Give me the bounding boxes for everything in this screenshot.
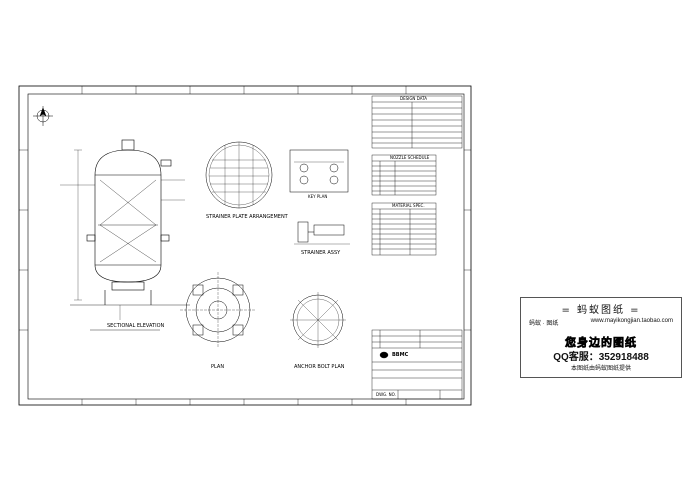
ad-left-text: 蚂蚁 · 图纸 <box>529 321 559 327</box>
design-data-table <box>371 95 463 149</box>
zone-ticks <box>19 86 471 405</box>
label-material-spec: MATERIAL SPEC. <box>392 203 425 208</box>
label-strainer-plate-arrangement: STRAINER PLATE ARRANGEMENT <box>206 214 288 220</box>
sheet-inner-border <box>27 93 465 400</box>
title-block <box>371 329 463 400</box>
nozzle-schedule-table <box>371 154 437 196</box>
label-strainer-assy: STRAINER ASSY <box>301 250 341 256</box>
label-nozzle-schedule: NOZZLE SCHEDULE <box>390 155 430 160</box>
title-block-dwg-no: DWG. NO. <box>376 392 396 397</box>
material-spec-table <box>371 202 437 256</box>
label-design-data: DESIGN DATA <box>400 96 427 101</box>
ad-qq: QQ客服：352918488 <box>553 352 649 363</box>
north-arrow-icon <box>33 106 53 126</box>
strainer-assy-drawing <box>294 221 350 245</box>
ad-note: 本图纸由蚂蚁图纸提供 <box>570 366 631 372</box>
plan-view-drawing <box>180 272 256 348</box>
label-sectional-elevation: SECTIONAL ELEVATION <box>107 323 165 329</box>
ad-slogan: 您身边的图纸 <box>565 337 637 350</box>
strainer-plate-drawing <box>205 141 273 209</box>
sheet-outer-border <box>18 85 472 406</box>
title-block-company: BBMC <box>392 352 409 358</box>
vessel-elevation <box>60 139 190 331</box>
label-plan: PLAN <box>211 364 225 370</box>
watermark-ad-box: = 蚂蚁图纸 = 蚂蚁 · 图纸 www.mayikongjian.taobao… <box>520 297 682 378</box>
ad-url: www.mayikongjian.taobao.com <box>590 318 673 324</box>
ad-title: = 蚂蚁图纸 = <box>561 305 641 316</box>
key-plan-drawing <box>289 149 349 193</box>
label-anchor-bolt-plan: ANCHOR BOLT PLAN <box>294 364 345 370</box>
anchor-bolt-plan-drawing <box>290 292 346 348</box>
label-key-plan: KEY PLAN <box>308 194 328 199</box>
